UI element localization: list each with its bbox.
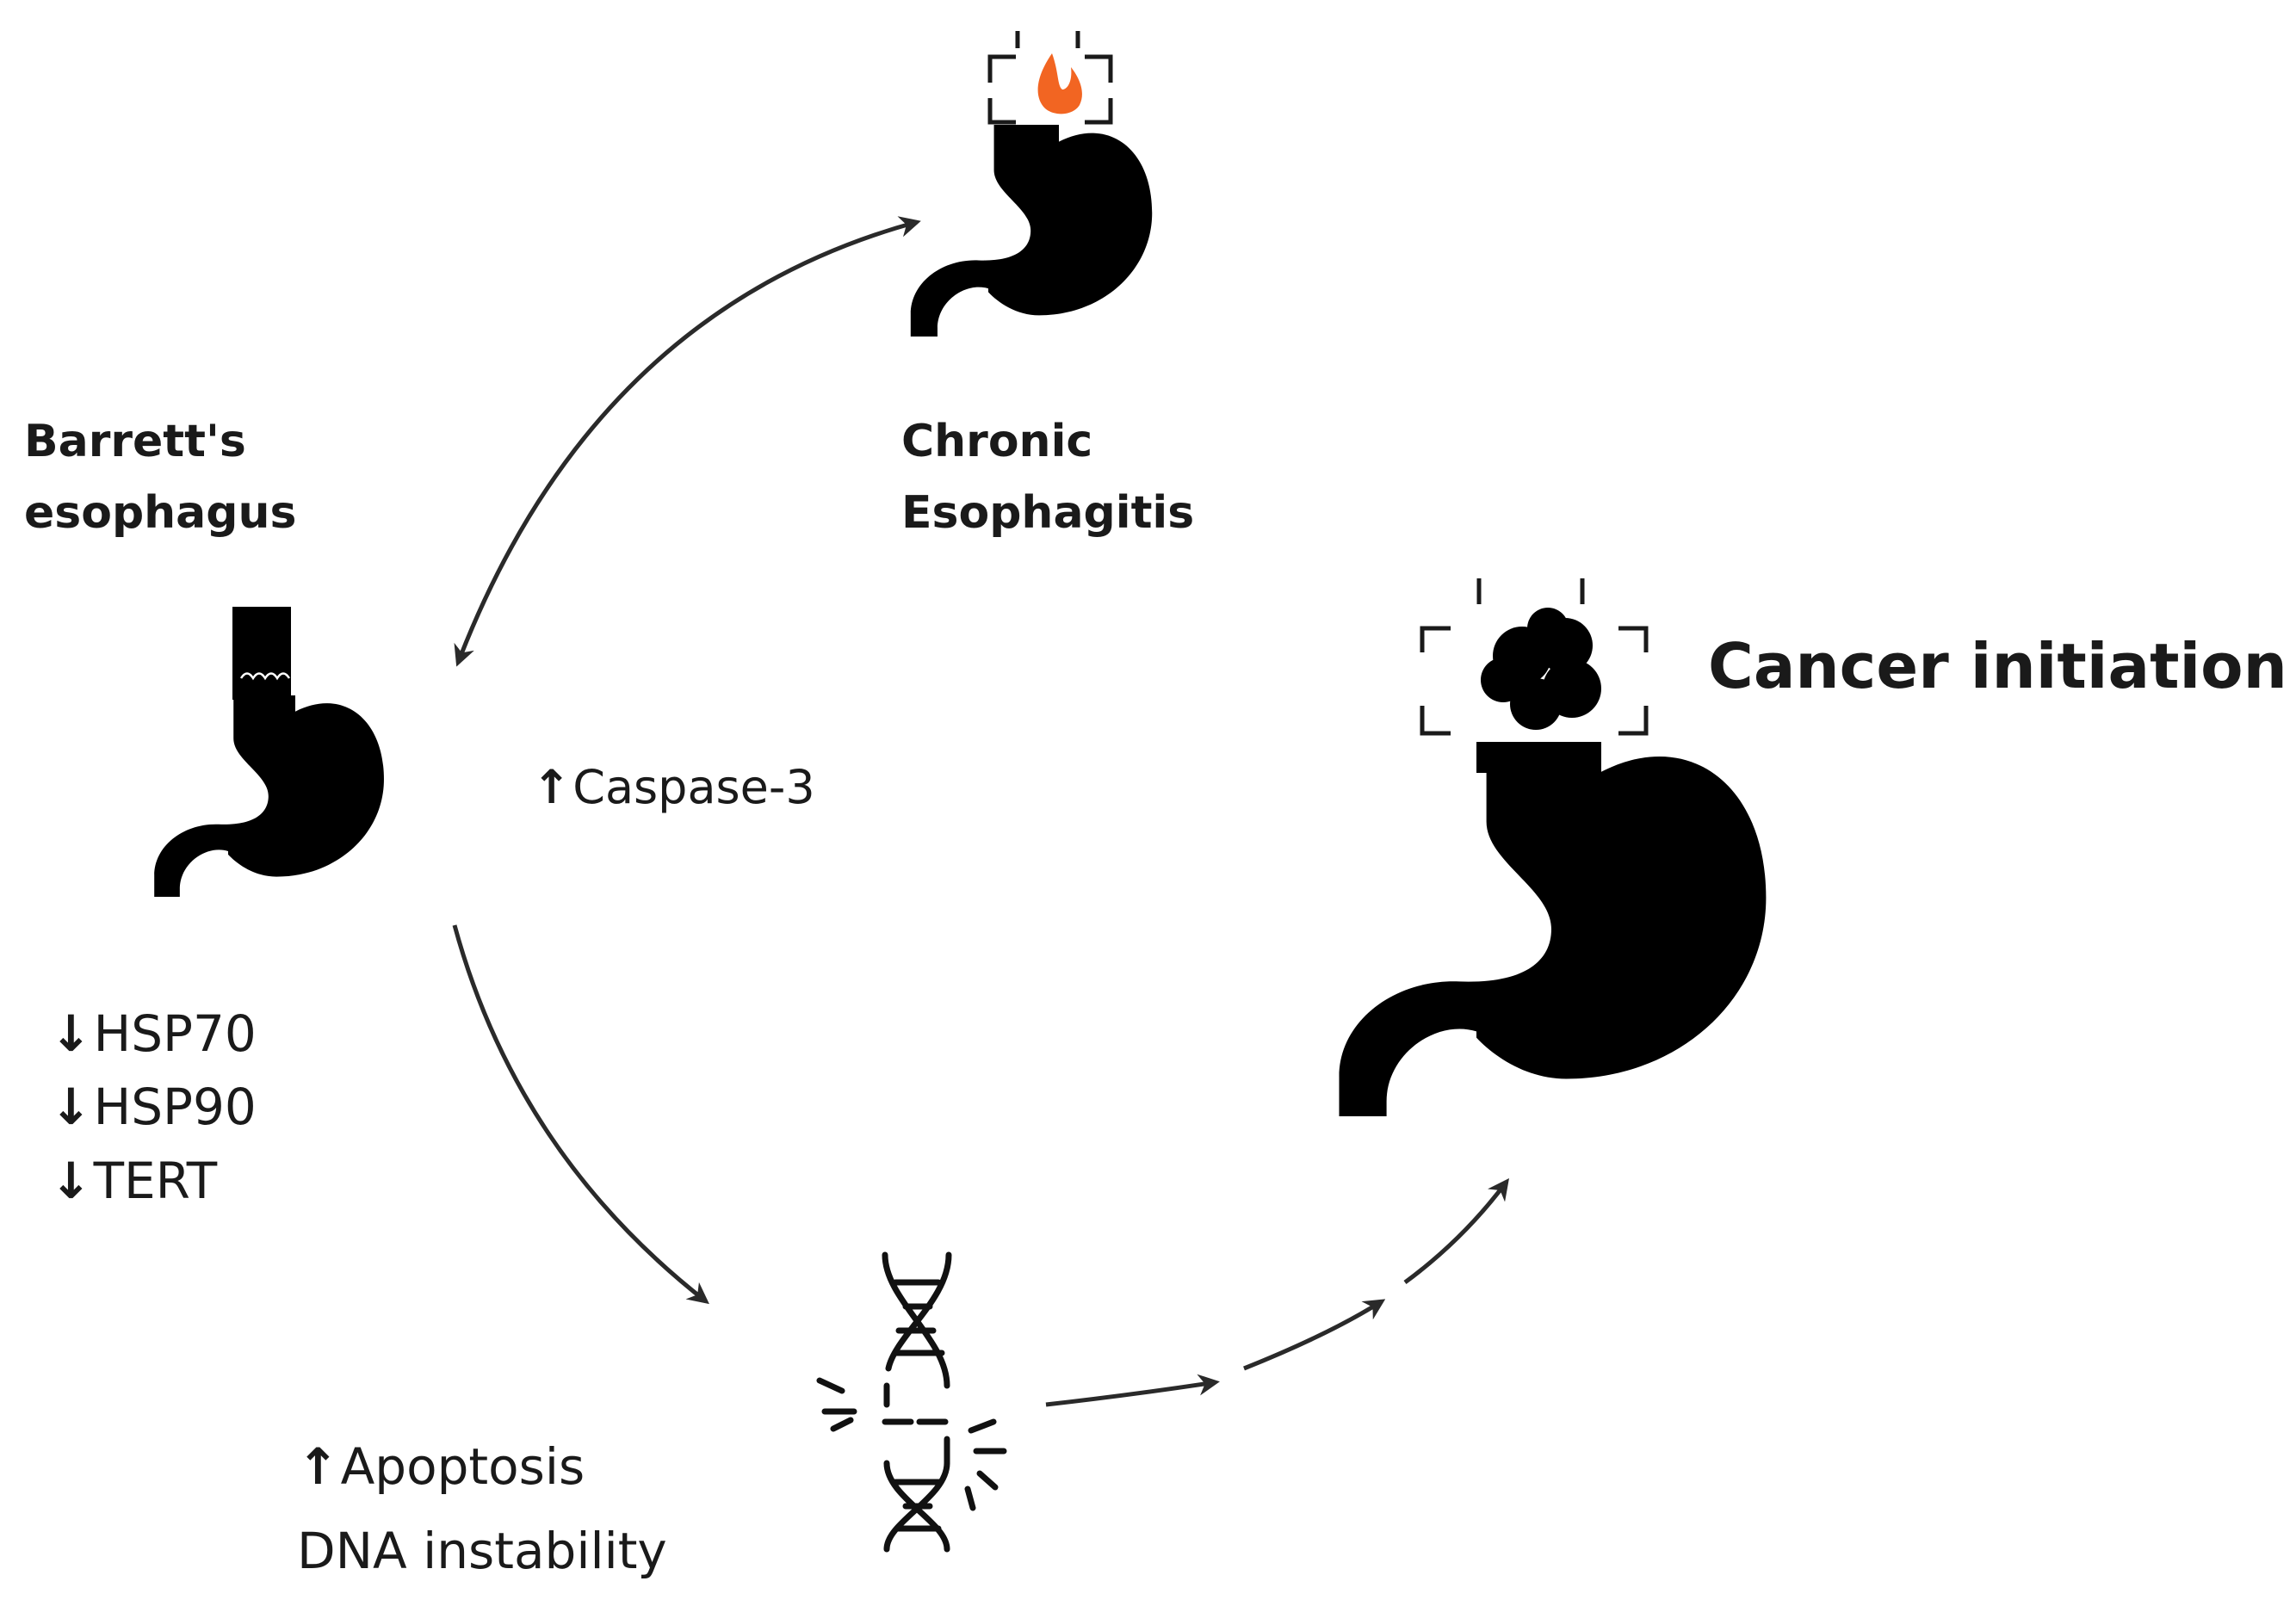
barretts-label-line1: Barrett's [24, 416, 246, 467]
metaplasia-mark [239, 672, 291, 681]
arrow-dna-segment-2 [1243, 1299, 1386, 1371]
barretts-label-line2: esophagus [24, 487, 297, 539]
arrow-dna-cancer [1403, 1177, 1509, 1285]
chronic-label-line1: Chronic [901, 416, 1093, 467]
barretts-stomach-icon [154, 607, 384, 897]
apoptosis-label: Apoptosis [297, 1442, 585, 1492]
caspase-label: Caspase-3 [532, 764, 815, 811]
hsp70-label: HSP70 [50, 1009, 257, 1059]
flame-icon [1037, 53, 1082, 114]
arrow-dna-segment-1 [1045, 1374, 1220, 1407]
inflammation-bracket-icon [987, 31, 1113, 125]
tert-label: TERT [50, 1156, 218, 1206]
tumor-icon [1481, 608, 1601, 730]
tumor-bracket-icon [1420, 578, 1649, 736]
hsp90-label: HSP90 [50, 1082, 257, 1132]
arrow-barretts-chronic [454, 216, 921, 667]
arrow-barretts-dna [452, 924, 709, 1305]
chronic-esophagitis-stomach-icon [910, 31, 1153, 337]
cancer-stomach-icon [1339, 578, 1767, 1116]
broken-dna-icon [816, 1251, 1007, 1553]
cancer-initiation-label: Cancer initiation [1708, 630, 2287, 702]
dna-instability-label: DNA instability [297, 1522, 667, 1580]
chronic-label-line2: Esophagitis [901, 487, 1195, 539]
